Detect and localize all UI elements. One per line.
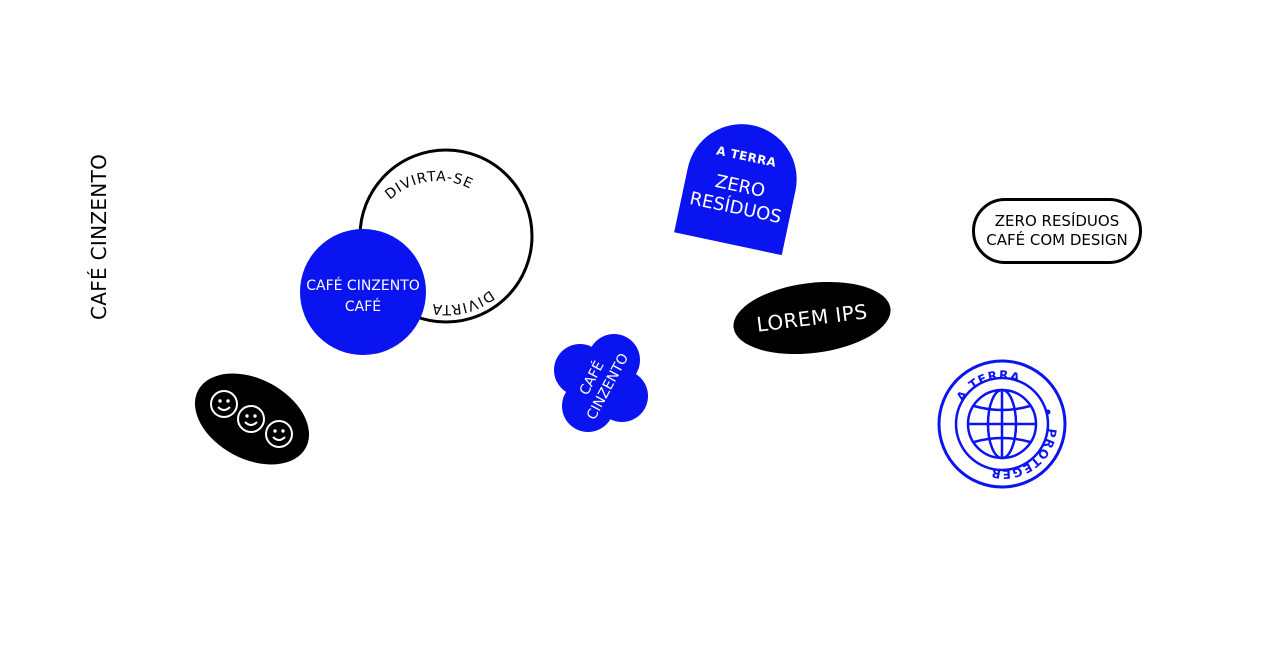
globe-badge: A TERRA PROTEGER — [937, 359, 1067, 489]
disc-line-2: CAFÉ — [345, 298, 381, 315]
circle-sticker: DIVIRTA-SE DIVIRTA CAFÉ CINZENTO CAFÉ — [300, 148, 534, 355]
flower-sticker: CAFÉ CINZENTO — [554, 334, 648, 432]
smiley-icon — [210, 390, 238, 418]
smiley-oval-sticker — [194, 373, 310, 465]
globe-icon — [966, 388, 1038, 460]
blue-disc — [300, 229, 426, 355]
outline-pill-sticker: ZERO RESÍDUOS CAFÉ COM DESIGN — [972, 198, 1142, 264]
badge-dot — [1045, 409, 1051, 415]
badge-bottom-text: PROTEGER — [989, 427, 1059, 481]
vertical-label-cafe-cinzento: CAFÉ CINZENTO — [87, 153, 111, 320]
smiley-icon — [237, 405, 265, 433]
smiley-icon — [265, 420, 293, 448]
oval-label: LOREM IPS — [755, 299, 869, 337]
arch-sticker: A TERRA ZERO RESÍDUOS — [674, 124, 797, 256]
pill-line-1: ZERO RESÍDUOS — [994, 212, 1120, 230]
pill-line-2: CAFÉ COM DESIGN — [986, 231, 1128, 249]
disc-line-1: CAFÉ CINZENTO — [306, 277, 420, 294]
black-oval-sticker: LOREM IPS — [729, 273, 895, 363]
